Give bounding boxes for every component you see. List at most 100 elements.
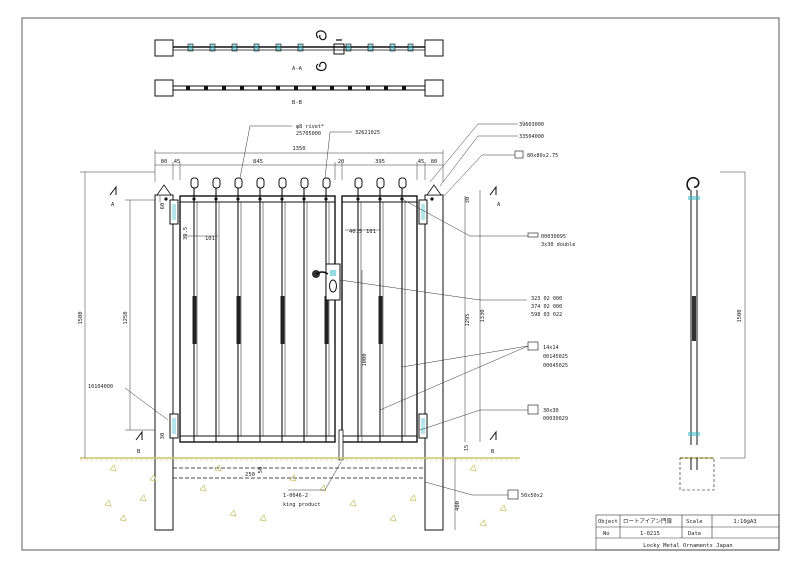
side-finial (686, 176, 700, 191)
right-post-section (424, 39, 444, 57)
callout-bar-code: 00030095 (541, 234, 566, 240)
dim-foundation-depth: 400 (455, 501, 461, 511)
picket-section-b (366, 85, 370, 91)
picket-section-b (402, 85, 406, 91)
dim-lock-height: 1000 (362, 353, 368, 366)
left-post-section (154, 39, 174, 57)
twisted-bar-ornament (236, 296, 241, 344)
footing-beam (172, 467, 426, 479)
dim-left-post-height: 1250 (123, 311, 129, 324)
lockset (312, 263, 341, 301)
picket-section-a (254, 44, 259, 51)
callout-picket-code-2: 00045025 (543, 363, 568, 369)
dim-left-picket-offset: 39.5 (183, 227, 189, 240)
picket (376, 177, 385, 442)
dim-left-bottom-gap: 30 (160, 433, 166, 440)
title-no-value: 1-0215 (640, 531, 660, 537)
concrete-hatch (479, 519, 487, 527)
callout-finial-code: 32621025 (355, 130, 380, 136)
picket (322, 177, 331, 442)
picket (256, 177, 265, 442)
right-post-section-b (424, 79, 444, 97)
picket (190, 177, 199, 442)
rivet-dot (430, 197, 434, 201)
picket-finial (234, 177, 243, 189)
picket (278, 177, 287, 442)
callout-boxes (507, 150, 539, 500)
section-b-b-label: B-B (292, 100, 303, 106)
dim-side-height: 1500 (737, 309, 743, 322)
picket-section-b (312, 85, 316, 91)
twisted-bar-ornament (280, 296, 285, 344)
cut-marker-b-left: B (137, 449, 141, 455)
dim-right-post: 80 (431, 159, 438, 165)
lever-handle-bottom (316, 61, 327, 72)
callouts (124, 123, 529, 496)
side-ornament (692, 296, 696, 341)
picket-section-b (258, 85, 262, 91)
rivet-dot (324, 197, 328, 201)
hinges (169, 199, 428, 439)
picket (300, 177, 309, 442)
picket-section-a (408, 44, 413, 51)
picket-section-a (232, 44, 237, 51)
title-object-value: ロートアイアン門扉 (623, 517, 673, 525)
picket-section-b (384, 85, 388, 91)
callout-drop-bolt-code: 1-0046-2 (283, 493, 308, 499)
dim-overall-width: 1350 (292, 146, 305, 152)
rivet-dot (280, 197, 284, 201)
concrete-hatch (229, 509, 237, 517)
rivet-dot (236, 197, 240, 201)
picket-section-a (368, 44, 373, 51)
cut-marker-b-right: B (491, 449, 495, 455)
picket-section-a (276, 44, 281, 51)
picket-section-a (298, 44, 303, 51)
front-elevation: A A B B (80, 177, 520, 531)
twisted-bar-ornament (378, 296, 383, 344)
title-scale-label: Scale (686, 519, 703, 525)
callout-frame-code: 00030029 (543, 416, 568, 422)
left-post (154, 194, 174, 531)
dimension-texts: 1350 80 45 845 20 395 45 80 1500 1250 60… (78, 146, 743, 511)
picket-section-a (210, 44, 215, 51)
cut-marker-a-left: A (111, 202, 115, 208)
rivet-dot (378, 197, 382, 201)
callout-lock-code-3: 598 03 022 (531, 312, 562, 318)
picket-finial (376, 177, 385, 189)
picket-section-b (240, 85, 244, 91)
picket-finial (256, 177, 265, 189)
concrete-hatch (499, 504, 507, 512)
callout-bar-desc: 3x30 double (541, 242, 575, 248)
title-block-text: Object ロートアイアン門扉 Scale 1:10@A3 No 1-0215… (598, 517, 757, 549)
picket-finial (322, 177, 331, 189)
callout-rivet-code: 25705000 (296, 131, 321, 137)
callout-drop-bolt-desc: king product (283, 502, 320, 508)
dim-left-overall-height: 1500 (78, 311, 84, 324)
rivet-dot (164, 197, 168, 201)
picket-finial (354, 177, 363, 189)
concrete-hatch (104, 499, 112, 507)
rivet-dot (302, 197, 306, 201)
picket-section-b (276, 85, 280, 91)
rivet-dot (214, 197, 218, 201)
dim-right-picket-spacing: 101 (366, 229, 376, 235)
right-post-cap (426, 184, 442, 196)
callout-texts: φ8 rivet* 25705000 32621025 39603000 335… (88, 122, 575, 508)
title-company: Locky Metal Ornaments Japan (643, 543, 732, 549)
concrete-hatch (349, 499, 357, 507)
picket-section-a (188, 44, 193, 51)
dim-right-offset: 45 (418, 159, 425, 165)
picket-finial (278, 177, 287, 189)
lock-section (333, 43, 345, 55)
picket (234, 177, 243, 442)
dim-right-picket-offset: 40.5 (349, 229, 362, 235)
left-post-section-b (154, 79, 174, 97)
concrete-hatch (409, 494, 417, 502)
concrete-hatch (469, 464, 477, 472)
callout-post-cap-2: 33504000 (519, 134, 544, 140)
title-block (595, 514, 780, 551)
picket-finial (398, 177, 407, 189)
concrete-hatch (319, 484, 327, 492)
rivet-dot (192, 197, 196, 201)
dim-left-offset: 45 (174, 159, 181, 165)
